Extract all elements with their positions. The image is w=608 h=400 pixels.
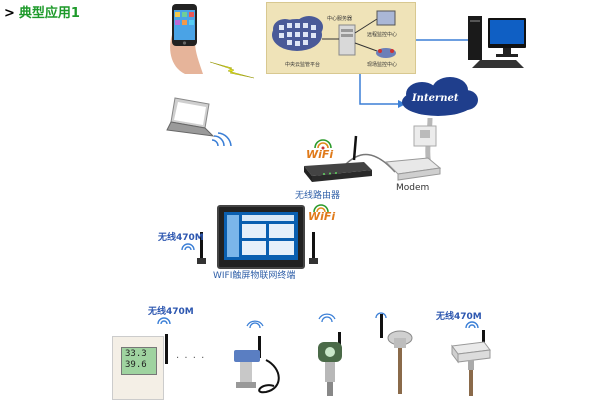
terminal-screen — [224, 212, 298, 260]
router-wifi-label: WiFi — [306, 148, 334, 161]
sensor-reading-temp: 33.3 — [125, 349, 147, 359]
internet-label: Internet — [412, 93, 459, 104]
modem-icon — [384, 125, 442, 181]
level-transmitter-icon — [318, 313, 342, 396]
pressure-transmitter-icon — [234, 320, 280, 394]
router-wifi-signal-icon — [314, 139, 332, 150]
antenna-right-icon — [309, 232, 318, 264]
laptop-icon — [166, 97, 215, 137]
internet-cloud-icon — [402, 77, 478, 116]
center-server-label: 中心服务器 — [327, 16, 353, 22]
radio-470-bottom-left-wave-icon — [157, 317, 171, 325]
page-title-text: 典型应用1 — [18, 6, 80, 21]
wireless-bolt-icon — [209, 61, 255, 79]
server-panel-graphics — [272, 10, 396, 58]
page-title: >典型应用1 — [4, 2, 80, 21]
modem-label: Modem — [396, 183, 430, 193]
radio-470-left-wave-icon — [181, 243, 195, 251]
sensor-lcd: 33.3 39.6 — [121, 347, 157, 375]
sensor-antenna-icon — [165, 334, 168, 364]
router-label: 无线路由器 — [295, 191, 341, 201]
title-arrow-icon: > — [4, 6, 15, 21]
terminal-label: WIFI触屏物联网终端 — [213, 271, 296, 281]
field-monitor-label: 现场监控中心 — [367, 62, 398, 68]
cloud-platform-label: 中央云监管平台 — [285, 62, 321, 68]
router-modem-cable — [344, 153, 396, 173]
desktop-pc-icon — [468, 16, 526, 68]
temperature-probe-icon — [375, 312, 413, 394]
insertion-sensor-icon — [451, 330, 491, 396]
temp-humidity-sensor: 33.3 39.6 — [112, 336, 164, 400]
radio-470-bottom-right-wave-icon — [465, 321, 479, 329]
panel-internet-line — [359, 72, 400, 105]
laptop-wifi-icon — [211, 132, 232, 147]
radio-470-bottom-right-label: 无线470M — [436, 312, 482, 322]
wireless-router-icon — [304, 135, 372, 182]
remote-monitor-label: 远程监控中心 — [367, 32, 398, 38]
touch-terminal-device — [217, 205, 305, 269]
antenna-left-icon — [197, 232, 206, 264]
radio-470-left-label: 无线470M — [158, 233, 204, 243]
sensor-reading-humidity: 39.6 — [125, 360, 147, 370]
terminal-wifi-label: WiFi — [308, 210, 336, 223]
terminal-wifi-signal-icon — [313, 204, 329, 213]
server-panel: 中心服务器 远程监控中心 现场监控中心 中央云监管平台 — [266, 2, 416, 74]
ellipsis-dots: · · · · — [176, 353, 206, 364]
radio-470-bottom-left-label: 无线470M — [148, 307, 194, 317]
smartphone-icon — [170, 4, 203, 74]
